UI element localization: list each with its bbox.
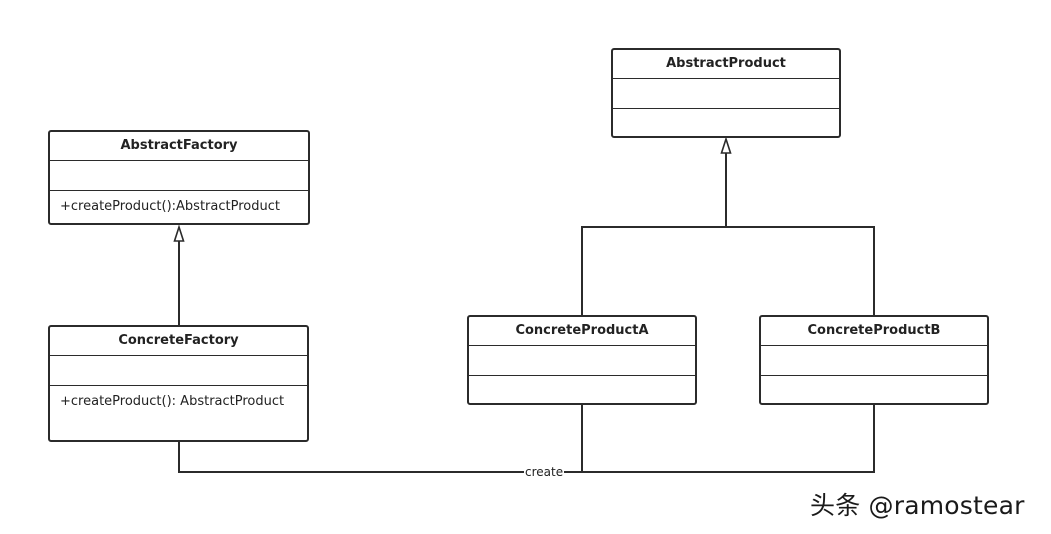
- class-operations-compartment: [761, 376, 987, 403]
- class-name: ConcreteFactory: [50, 327, 307, 356]
- class-attributes-compartment: [50, 161, 308, 191]
- class-name: AbstractProduct: [613, 50, 839, 79]
- class-abstract-product: AbstractProduct: [611, 48, 841, 138]
- class-concrete-product-a: ConcreteProductA: [467, 315, 697, 405]
- class-abstract-factory: AbstractFactory +createProduct():Abstrac…: [48, 130, 310, 225]
- product-b-inheritance-line: [726, 226, 875, 315]
- class-operations-compartment: +createProduct(): AbstractProduct: [50, 386, 307, 440]
- class-name: ConcreteProductB: [761, 317, 987, 346]
- product-inheritance-arrowhead: [720, 136, 732, 154]
- class-operation: +createProduct(): AbstractProduct: [60, 394, 285, 409]
- class-operations-compartment: +createProduct():AbstractProduct: [50, 191, 308, 223]
- product-a-inheritance-line: [581, 226, 726, 315]
- class-name: AbstractFactory: [50, 132, 308, 161]
- class-name: ConcreteProductA: [469, 317, 695, 346]
- class-attributes-compartment: [613, 79, 839, 109]
- class-operation: +createProduct():AbstractProduct: [60, 199, 280, 214]
- create-relation-label: create: [524, 465, 565, 479]
- factory-inheritance-arrowhead: [173, 224, 185, 242]
- class-attributes-compartment: [469, 346, 695, 376]
- class-attributes-compartment: [50, 356, 307, 386]
- watermark-text: 头条 @ramostear: [810, 491, 1025, 520]
- class-concrete-product-b: ConcreteProductB: [759, 315, 989, 405]
- class-operations-compartment: [469, 376, 695, 403]
- class-operations-compartment: [613, 109, 839, 136]
- class-concrete-factory: ConcreteFactory +createProduct(): Abstra…: [48, 325, 309, 442]
- class-attributes-compartment: [761, 346, 987, 376]
